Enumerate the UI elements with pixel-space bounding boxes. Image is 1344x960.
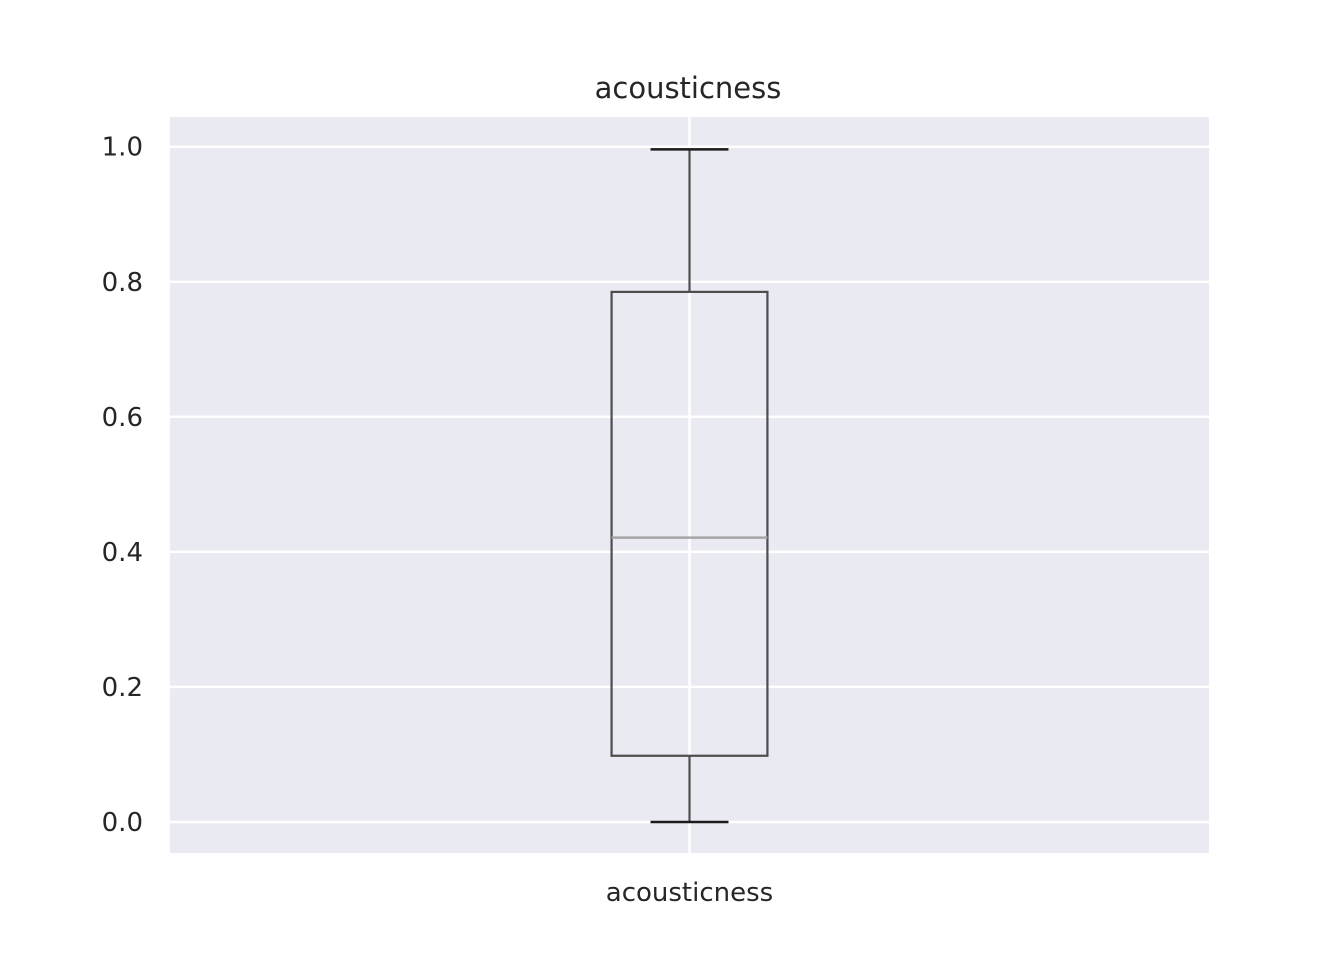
y-tick-label: 0.4 [102,538,143,568]
chart-title: acousticness [595,71,782,105]
y-axis-ticks: 0.0 0.2 0.4 0.6 0.8 1.0 [102,133,143,838]
iqr-box [610,290,769,757]
y-tick-label: 0.8 [102,268,143,298]
x-tick-label: acousticness [606,878,773,908]
y-tick-label: 0.2 [102,673,143,703]
grid-lines [170,117,1209,853]
boxes [610,148,769,824]
y-tick-label: 0.6 [102,403,143,433]
y-tick-label: 1.0 [102,133,143,163]
x-axis-ticks: acousticness [606,878,773,908]
y-tick-label: 0.0 [102,808,143,838]
